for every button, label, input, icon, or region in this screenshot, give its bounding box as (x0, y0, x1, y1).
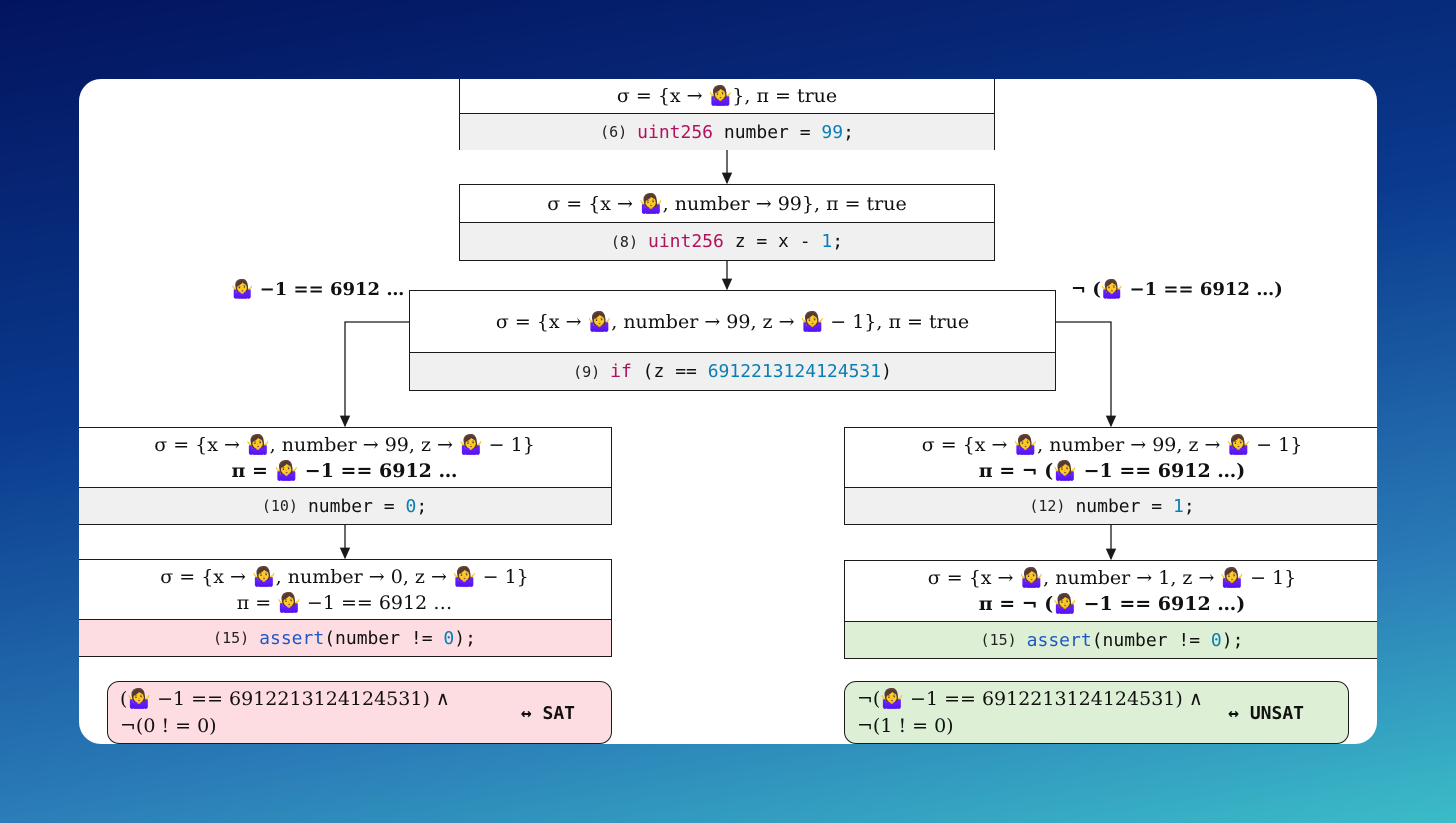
node-code: (8) uint256 z = x - 1; (460, 223, 994, 260)
result-unsat: ¬(🤷‍♀️ −1 == 6912213124124531) ∧ ¬(1 ! =… (844, 681, 1349, 744)
result-formula: (🤷‍♀️ −1 == 6912213124124531) ∧ ¬(0 ! = … (120, 686, 450, 740)
code-token-var: ); (454, 627, 476, 649)
line-number: (6) (600, 123, 628, 141)
path-condition: π = 🤷‍♀️ −1 == 6912 … (231, 459, 458, 482)
node-line-8: σ = {x → 🤷‍♀️, number → 99}, π = true (8… (459, 184, 995, 261)
state-text: σ = {x → 🤷‍♀️, number → 1, z → 🤷‍♀️ − 1} (927, 567, 1297, 589)
code-token-num: 0 (443, 627, 455, 649)
line-number: (9) (573, 362, 601, 381)
code-token-kw: uint256 (637, 121, 714, 143)
code-token-kw: if (610, 361, 632, 382)
code-token-var: number = (307, 495, 406, 517)
code-token-num: 99 (821, 121, 844, 143)
line-number: (8) (610, 232, 638, 251)
edges-layer (339, 150, 1117, 561)
edge-9-10 (339, 321, 409, 428)
node-line-6: σ = {x → 🤷‍♀️}, π = true (6) uint256 num… (459, 79, 995, 150)
code-token-fn: assert (1026, 629, 1092, 651)
path-condition: π = 🤷‍♀️ −1 == 6912 … (236, 591, 453, 614)
code-token-var: (z == (631, 361, 708, 382)
code-token-num: 1 (1172, 495, 1184, 517)
code-token-var: ; (416, 495, 428, 517)
state-text: σ = {x → 🤷‍♀️, number → 99, z → 🤷‍♀️ − 1… (154, 433, 535, 456)
code-token-var: number = (1075, 495, 1173, 517)
code-token-var: (number != (1091, 629, 1211, 651)
diagram-card: σ = {x → 🤷‍♀️}, π = true (6) uint256 num… (79, 79, 1377, 744)
code-token-fn: assert (259, 627, 325, 649)
node-state: σ = {x → 🤷‍♀️, number → 0, z → 🤷‍♀️ − 1}… (79, 560, 611, 620)
formula-line-1: (🤷‍♀️ −1 == 6912213124124531) ∧ (120, 688, 450, 710)
code-text: assert(number != 0); (1027, 630, 1244, 651)
code-token-var: number = (713, 121, 822, 143)
node-state: σ = {x → 🤷‍♀️, number → 99}, π = true (460, 185, 994, 223)
node-code: (15) assert(number != 0); (79, 620, 611, 656)
node-code: (10) number = 0; (79, 488, 611, 524)
node-code: (9) if (z == 6912213124124531) (410, 353, 1055, 390)
node-code: (15) assert(number != 0); (845, 622, 1377, 658)
code-token-var: (number != (324, 627, 444, 649)
code-token-var: ) (881, 361, 892, 382)
code-token-kw: uint256 (648, 231, 724, 252)
state-text: σ = {x → 🤷‍♀️, number → 99, z → 🤷‍♀️ − 1… (921, 433, 1303, 456)
node-state: σ = {x → 🤷‍♀️, number → 99, z → 🤷‍♀️ − 1… (79, 428, 611, 488)
code-text: number = 0; (308, 496, 427, 517)
node-code: (6) uint256 number = 99; (460, 114, 994, 150)
code-token-num: 0 (1210, 629, 1222, 651)
path-condition: π = ¬ (🤷‍♀️ −1 == 6912 …) (978, 593, 1246, 615)
node-line-10: σ = {x → 🤷‍♀️, number → 99, z → 🤷‍♀️ − 1… (79, 427, 612, 525)
verdict-unsat: ↔ UNSAT (1228, 703, 1304, 724)
line-number: (12) (1029, 497, 1066, 515)
node-line-9: σ = {x → 🤷‍♀️, number → 99, z → 🤷‍♀️ − 1… (409, 290, 1056, 391)
formula-line-2: ¬(1 ! = 0) (857, 715, 954, 737)
code-token-num: 6912213124124531 (707, 361, 882, 382)
state-text: σ = {x → 🤷‍♀️, number → 0, z → 🤷‍♀️ − 1} (160, 565, 529, 588)
code-token-var: z = x - (723, 231, 822, 252)
formula-line-2: ¬(0 ! = 0) (120, 715, 217, 737)
code-text: uint256 number = 99; (637, 122, 854, 143)
state-text: σ = {x → 🤷‍♀️, number → 99}, π = true (547, 192, 907, 215)
node-line-15-unsat: σ = {x → 🤷‍♀️, number → 1, z → 🤷‍♀️ − 1}… (844, 560, 1377, 659)
node-state: σ = {x → 🤷‍♀️, number → 99, z → 🤷‍♀️ − 1… (410, 291, 1055, 353)
line-number: (15) (980, 631, 1017, 649)
path-condition: π = ¬ (🤷‍♀️ −1 == 6912 …) (978, 459, 1246, 482)
node-code: (12) number = 1; (845, 488, 1377, 524)
node-line-15-sat: σ = {x → 🤷‍♀️, number → 0, z → 🤷‍♀️ − 1}… (79, 559, 612, 657)
node-state: σ = {x → 🤷‍♀️, number → 1, z → 🤷‍♀️ − 1}… (845, 561, 1377, 622)
code-token-var: ; (843, 121, 854, 143)
code-token-var: ; (832, 231, 844, 252)
code-token-var: ); (1221, 629, 1244, 651)
state-text: σ = {x → 🤷‍♀️, number → 99, z → 🤷‍♀️ − 1… (495, 310, 970, 333)
branch-label-true: 🤷‍♀️ −1 == 6912 … (231, 279, 405, 300)
node-line-12: σ = {x → 🤷‍♀️, number → 99, z → 🤷‍♀️ − 1… (844, 427, 1377, 525)
verdict-sat: ↔ SAT (520, 703, 575, 724)
code-text: number = 1; (1075, 496, 1194, 517)
code-token-num: 1 (821, 231, 833, 252)
line-number: (10) (261, 497, 298, 515)
node-state: σ = {x → 🤷‍♀️}, π = true (460, 79, 994, 114)
line-number: (15) (213, 629, 250, 647)
formula-line-1: ¬(🤷‍♀️ −1 == 6912213124124531) ∧ (857, 688, 1203, 710)
branch-label-false: ¬ (🤷‍♀️ −1 == 6912 …) (1071, 279, 1283, 300)
edge-9-12 (1055, 321, 1117, 428)
code-text: if (z == 6912213124124531) (610, 361, 892, 382)
result-sat: (🤷‍♀️ −1 == 6912213124124531) ∧ ¬(0 ! = … (107, 681, 612, 744)
code-text: assert(number != 0); (259, 628, 476, 649)
code-token-var: ; (1183, 495, 1195, 517)
result-formula: ¬(🤷‍♀️ −1 == 6912213124124531) ∧ ¬(1 ! =… (857, 686, 1203, 740)
state-text: σ = {x → 🤷‍♀️}, π = true (616, 84, 838, 107)
node-state: σ = {x → 🤷‍♀️, number → 99, z → 🤷‍♀️ − 1… (845, 428, 1377, 488)
code-token-num: 0 (405, 495, 417, 517)
code-text: uint256 z = x - 1; (648, 231, 843, 252)
